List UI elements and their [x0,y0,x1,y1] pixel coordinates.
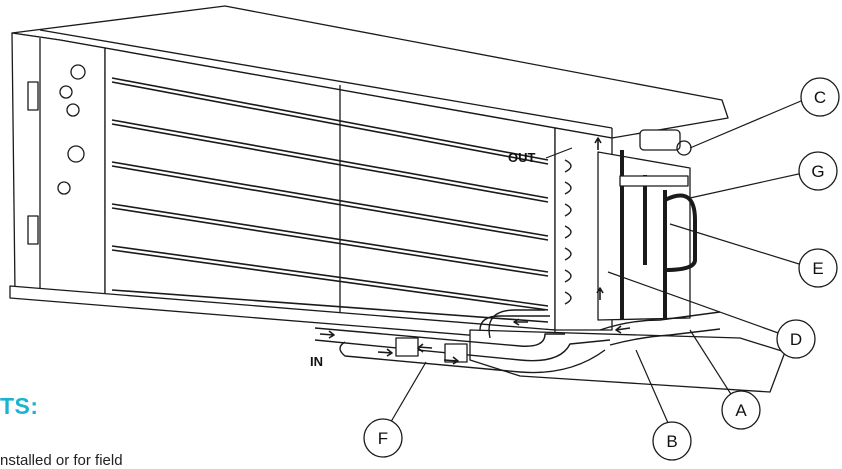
callout-e: E [798,248,838,288]
cabinet-drawing [9,5,786,393]
top-panel-edge [39,29,613,129]
callout-d-label: D [790,330,802,349]
callout-a-label: A [735,401,747,420]
inlet-piping [314,309,721,374]
in-label: IN [310,354,323,369]
callout-g: G [798,151,838,191]
callout-b: B [652,421,692,461]
distributor-bar [619,175,689,187]
bypass-loop [664,193,697,272]
outlet-fitting [639,129,681,151]
pipe-coupling [395,337,419,357]
callout-b-label: B [666,432,677,451]
callout-f: F [363,418,403,458]
callout-a: A [721,390,761,430]
left-end-panel [11,32,106,301]
knockout-hole [57,181,71,195]
callout-d: D [776,319,816,359]
callout-g-label: G [811,162,824,181]
knockout-hole [66,103,80,117]
flow-arrows [319,137,631,365]
callout-c: C [800,77,840,117]
callout-c-label: C [814,88,826,107]
left-latch-upper [27,81,39,111]
leader-lines [384,97,813,433]
callout-e-label: E [812,259,823,278]
callout-f-label: F [378,429,388,448]
coil-fins [111,77,549,323]
knockout-hole [67,145,85,163]
body-text-fragment: nstalled or for field [0,452,123,469]
knockout-hole [59,85,73,99]
out-label: OUT [508,150,536,165]
knockout-hole [70,64,86,80]
section-heading-fragment: TS: [0,393,39,419]
return-bends [564,159,572,305]
drain-pan [469,329,786,393]
left-latch-lower [27,215,39,245]
